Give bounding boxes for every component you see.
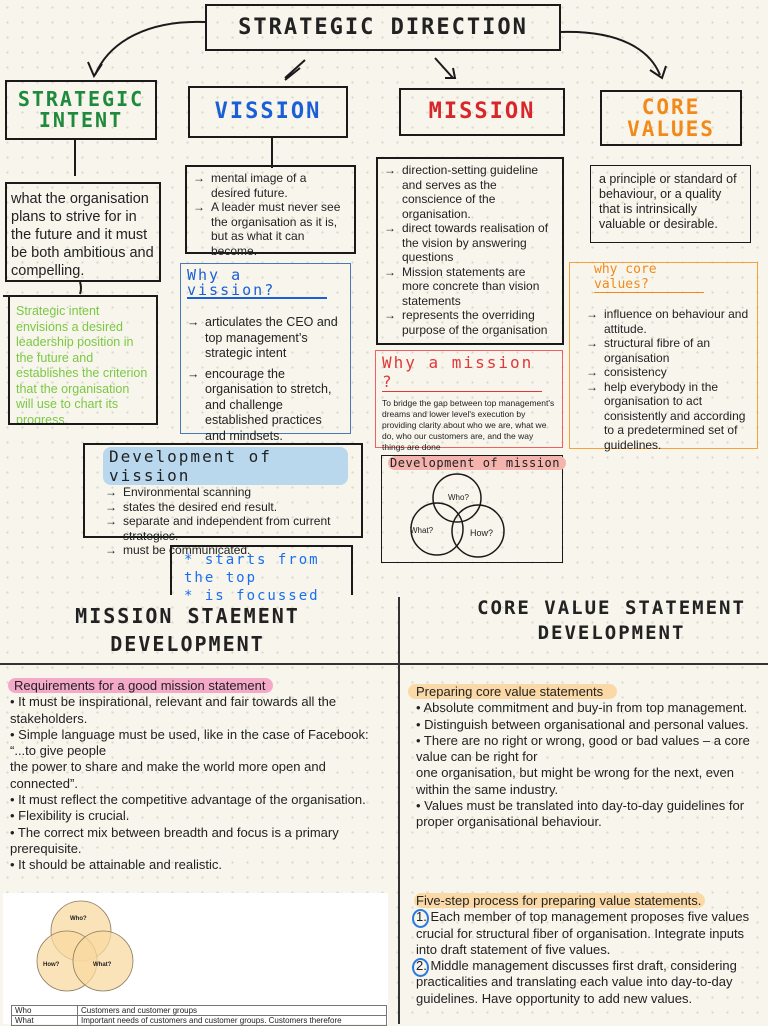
requirement-line: • Simple language must be used, like in …: [10, 726, 369, 759]
mission-def-item: represents the overriding purpose of the…: [384, 308, 556, 337]
why-vision-title: Why a vission?: [187, 268, 327, 299]
strategic-intent-note: Strategic intent envisions a desired lea…: [8, 296, 158, 425]
five-step-title: Five-step process for preparing value st…: [414, 893, 706, 908]
venn-label: How?: [43, 962, 60, 968]
why-mission-text: To bridge the gap between top management…: [382, 398, 555, 452]
why-core-values-item: help everybody in the organisation to ac…: [586, 380, 749, 453]
requirements-title: Requirements for a good mission statemen…: [8, 678, 274, 693]
connector-arrows: [74, 20, 667, 295]
divider-vertical: [398, 597, 400, 1024]
core-value-heading: CORE VALUE STATEMENT DEVELOPMENT: [477, 597, 746, 644]
header-strategic-intent: STRATEGIC INTENT: [5, 80, 157, 140]
header-vision: VISSION: [188, 86, 348, 138]
venn-label: Who?: [448, 493, 469, 502]
why-vision-item: articulates the CEO and top management’s…: [187, 315, 344, 362]
requirement-line: • It should be attainable and realistic.: [10, 857, 222, 873]
requirement-line: • It must be inspirational, relevant and…: [10, 694, 337, 726]
vision-definition: mental image of a desired future.A leade…: [185, 165, 356, 258]
vision-dev-item: separate and independent from current st…: [105, 514, 341, 543]
why-mission-box: Why a mission ? To bridge the gap betwee…: [375, 350, 563, 452]
core-value-preparation: Preparing core value statements • Absolu…: [408, 684, 756, 831]
requirement-line: • The correct mix between breadth and fo…: [10, 824, 339, 856]
step-item: 1. Each member of top management propose…: [416, 909, 750, 957]
why-core-values-item: structural fibre of an organisation: [586, 336, 749, 365]
mission-requirements: Requirements for a good mission statemen…: [8, 678, 382, 874]
why-core-values-title: why core values?: [594, 262, 704, 293]
venn-label: How?: [470, 528, 494, 538]
preparation-line: • Distinguish between organisational and…: [416, 716, 749, 732]
mission-def-item: direction-setting guideline and serves a…: [384, 163, 556, 221]
venn-label: What?: [93, 962, 112, 968]
requirement-line: • It must reflect the competitive advant…: [10, 792, 366, 808]
requirement-line: the power to share and make the world mo…: [10, 759, 326, 791]
step-circle-icon: [412, 909, 429, 928]
mission-def-item: direct towards realisation of the vision…: [384, 221, 556, 265]
preparation-line: • Values must be translated into day-to-…: [416, 798, 745, 830]
mission-venn-diagram: [410, 473, 505, 558]
why-mission-title: Why a mission ?: [382, 353, 542, 392]
vision-note: * starts from the top: [184, 552, 320, 586]
divider-horizontal: [0, 663, 768, 665]
vision-note: * is focussed: [184, 588, 320, 604]
vision-def-item: mental image of a desired future.: [193, 171, 348, 200]
header-mission: MISSION: [399, 88, 565, 136]
why-core-values-item: influence on behaviour and attitude.: [586, 307, 749, 336]
vision-notes: * starts from the top * is focussed: [170, 545, 353, 604]
preparation-title: Preparing core value statements: [408, 684, 618, 699]
why-core-values-item: consistency: [586, 365, 749, 380]
venn-label: Who?: [70, 916, 87, 922]
step-circle-icon: [412, 958, 429, 977]
why-vision-item: encourage the organisation to stretch, a…: [187, 367, 344, 445]
mission-definition: direction-setting guideline and serves a…: [376, 157, 564, 345]
core-values-definition: a principle or standard of behaviour, or…: [590, 165, 751, 243]
header-core-values: CORE VALUES: [600, 90, 742, 146]
step-item: 2. Middle management discusses first dra…: [416, 958, 737, 1006]
mission-statement-heading: MISSION STAEMENT DEVELOPMENT: [75, 604, 300, 656]
development-of-mission: Development of mission Who? What? How?: [381, 455, 566, 563]
why-core-values-box: why core values? influence on behaviour …: [569, 262, 758, 452]
venn-label: What?: [410, 526, 434, 535]
vision-dev-item: Environmental scanning: [105, 485, 341, 500]
mission-def-item: Mission statements are more concrete tha…: [384, 265, 556, 309]
venn-diagram: [36, 900, 134, 992]
strategic-intent-definition: what the organisation plans to strive fo…: [5, 182, 161, 282]
development-of-vision: Development of vission Environmental sca…: [83, 443, 363, 557]
vision-dev-item: states the desired end result.: [105, 500, 341, 515]
development-of-mission-title: Development of mission: [388, 456, 566, 470]
five-step-process: Five-step process for preparing value st…: [412, 893, 756, 1007]
preparation-line: one organisation, but might be wrong for…: [416, 765, 734, 797]
development-of-vision-title: Development of vission: [103, 447, 348, 485]
requirement-line: • Flexibility is crucial.: [10, 808, 130, 824]
preparation-line: • There are no right or wrong, good or b…: [416, 732, 750, 765]
preparation-line: • Absolute commitment and buy-in from to…: [416, 700, 748, 716]
vision-def-item: A leader must never see the organisation…: [193, 200, 348, 258]
why-vision-box: Why a vission? articulates the CEO and t…: [180, 263, 351, 443]
page-title: STRATEGIC DIRECTION: [205, 4, 561, 51]
